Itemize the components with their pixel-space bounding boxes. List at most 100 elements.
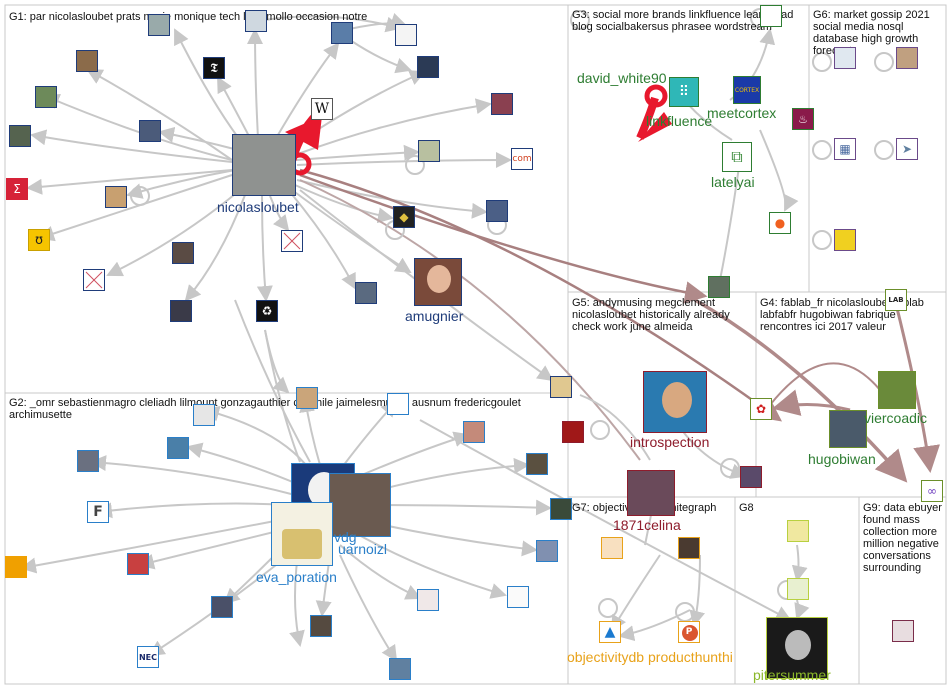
node-avatar[interactable]: [105, 186, 127, 208]
node-ecomi[interactable]: Σ: [6, 178, 28, 200]
chart-icon: ▦: [835, 139, 855, 159]
node-amugnier[interactable]: [414, 258, 462, 306]
node-avatar[interactable]: [127, 553, 149, 575]
node-avatar[interactable]: [139, 120, 161, 142]
edge: [255, 30, 258, 138]
node-avatar[interactable]: [35, 86, 57, 108]
broken-image-icon: [84, 270, 105, 291]
node-objectivitydb[interactable]: ▲: [599, 621, 621, 643]
node-avatar[interactable]: [148, 14, 170, 36]
node-avatar[interactable]: [486, 200, 508, 222]
node-wikipedia[interactable]: W: [311, 98, 333, 120]
node-logo[interactable]: [5, 556, 27, 578]
node-nyt[interactable]: 𝕿: [203, 57, 225, 79]
wikipedia-icon: W: [312, 99, 332, 119]
label-1871celina: 1871celina: [613, 518, 681, 532]
node-labfab[interactable]: LAB: [885, 289, 907, 311]
node-avatar[interactable]: [526, 453, 548, 475]
node-introspection[interactable]: [643, 371, 707, 433]
node-avatar[interactable]: [418, 140, 440, 162]
node-hugobiwan[interactable]: [829, 410, 867, 448]
panel-g8-title: G8: [739, 502, 799, 514]
node-uarnoizl[interactable]: [329, 473, 391, 537]
node-producthunt[interactable]: P: [678, 621, 700, 643]
node-nec[interactable]: NEC: [137, 646, 159, 668]
node-avatar[interactable]: [536, 540, 558, 562]
node-avatar[interactable]: [550, 498, 572, 520]
edge: [694, 555, 700, 625]
node-avatar[interactable]: [760, 5, 782, 27]
node-logo[interactable]: ʊ: [28, 229, 50, 251]
self-loop: [875, 141, 893, 159]
node-logo[interactable]: ∞: [921, 480, 943, 502]
node-avatar[interactable]: [211, 596, 233, 618]
node-broken-image[interactable]: [281, 230, 303, 252]
node-avatar[interactable]: [601, 537, 623, 559]
node-avatar[interactable]: [193, 404, 215, 426]
node-avatar[interactable]: [389, 658, 411, 680]
node-logo[interactable]: [787, 520, 809, 542]
node-fastcompany[interactable]: F: [87, 501, 109, 523]
node-avatar[interactable]: [395, 24, 417, 46]
node-avatar[interactable]: [417, 56, 439, 78]
node-avatar[interactable]: [170, 300, 192, 322]
node-avatar[interactable]: [172, 242, 194, 264]
node-eva_poration[interactable]: [271, 502, 333, 566]
node-logo[interactable]: [834, 229, 856, 251]
node-avatar[interactable]: [678, 537, 700, 559]
edge: [98, 504, 290, 512]
node-meetcortex[interactable]: CORTEX: [733, 76, 761, 104]
node-avatar[interactable]: [355, 282, 377, 304]
panel-g4-title: G4: fablab_fr nicolasloubet fablab labfa…: [760, 297, 944, 333]
node-avatar[interactable]: [491, 93, 513, 115]
diamond-icon: ◆: [394, 207, 414, 227]
label-uarnoizl: uarnoizl: [338, 542, 387, 556]
node-avatar[interactable]: [167, 437, 189, 459]
edge: [92, 462, 295, 495]
label-producthunthi: producthunthi: [648, 650, 733, 664]
node-avatar[interactable]: [892, 620, 914, 642]
node-logo[interactable]: ♻: [256, 300, 278, 322]
node-avatar[interactable]: [76, 50, 98, 72]
node-broken-image[interactable]: [83, 269, 105, 291]
panel-g6-title: G6: market gossip 2021 social media nosq…: [813, 9, 945, 57]
node-avatar[interactable]: [740, 466, 762, 488]
node-avatar[interactable]: [387, 393, 409, 415]
node-avatar[interactable]: [245, 10, 267, 32]
edge: [760, 130, 786, 210]
node-avatar[interactable]: [463, 421, 485, 443]
panel-g5-title: G5: andymusing megclement nicolasloubet …: [572, 297, 752, 333]
node-logo[interactable]: ◆: [393, 206, 415, 228]
self-loop: [131, 187, 149, 205]
node-avatar[interactable]: [896, 47, 918, 69]
edge: [22, 520, 280, 568]
node-avatar[interactable]: [507, 586, 529, 608]
node-logo[interactable]: ➤: [896, 138, 918, 160]
node-avatar[interactable]: [296, 387, 318, 409]
node-avatar[interactable]: [77, 450, 99, 472]
node-viercoadic[interactable]: [878, 371, 916, 409]
label-hugobiwan: hugobiwan: [808, 452, 876, 466]
node-avatar[interactable]: [550, 376, 572, 398]
node-avatar[interactable]: [562, 421, 584, 443]
node-avatar[interactable]: [417, 589, 439, 611]
node-nicolasloubet[interactable]: [232, 134, 296, 196]
node-logo[interactable]: [787, 578, 809, 600]
node-com[interactable]: com: [511, 148, 533, 170]
node-logo[interactable]: ♨: [792, 108, 814, 130]
node-1871celina[interactable]: [627, 470, 675, 516]
edge: [297, 152, 418, 160]
labfab-icon: LAB: [886, 290, 906, 310]
node-avatar[interactable]: [9, 125, 31, 147]
node-fablab[interactable]: ✿: [750, 398, 772, 420]
node-avatar[interactable]: [331, 22, 353, 44]
label-objectivitydb: objectivitydb: [567, 650, 644, 664]
node-latelyai[interactable]: ⧉: [722, 142, 752, 172]
edge: [188, 447, 300, 485]
node-avatar[interactable]: [310, 615, 332, 637]
node-linkfluence[interactable]: ⠿: [669, 77, 699, 107]
node-avatar[interactable]: [834, 47, 856, 69]
node-avatar[interactable]: [708, 276, 730, 298]
node-logo[interactable]: ▦: [834, 138, 856, 160]
node-logo[interactable]: ●: [769, 212, 791, 234]
